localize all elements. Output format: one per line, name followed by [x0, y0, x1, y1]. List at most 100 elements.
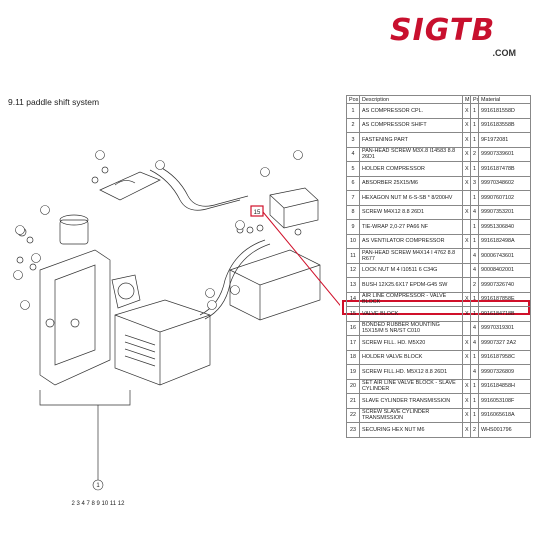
section-title: 9.11 paddle shift system	[8, 97, 100, 107]
row-description: SCREW M4X12 8.8 26D1	[359, 204, 463, 220]
row-pos: 5	[346, 161, 360, 177]
row-pcs: 1	[470, 161, 479, 177]
row-m: X	[462, 393, 471, 409]
row-material: 9916187858E	[478, 291, 531, 307]
row-pcs: 1	[470, 291, 479, 307]
row-pos: 7	[346, 190, 360, 206]
row-description: HOLDER COMPRESSOR	[359, 161, 463, 177]
row-description: AIR LINE COMPRESSOR - VALVE BLOCK	[359, 291, 463, 307]
parts-diagram: 1 2 3 4 7 8 9 10 11 12 15	[13, 150, 340, 507]
row-description: BONDED RUBBER MOUNTING 15X15/M 5 NR/ST C…	[359, 320, 463, 336]
row-description: TIE-WRAP 2,0-27 PA66 NF	[359, 219, 463, 235]
row-m: X	[462, 349, 471, 365]
row-description: SECURING HEX NUT M6	[359, 422, 463, 438]
row-pos: 8	[346, 204, 360, 220]
row-m	[462, 320, 471, 336]
brand-logo[interactable]: SIGTB .COM	[390, 13, 518, 59]
row-pos: 12	[346, 262, 360, 278]
row-description: SLAVE CYLINDER TRANSMISSION	[359, 393, 463, 409]
header-pos: Pos	[346, 95, 360, 104]
row-pos: 20	[346, 378, 360, 394]
row-pos: 23	[346, 422, 360, 438]
row-pcs: 4	[470, 248, 479, 264]
row-pos: 16	[346, 320, 360, 336]
row-m	[462, 190, 471, 206]
row-pos: 9	[346, 219, 360, 235]
header-material: Material	[478, 95, 531, 104]
row-pcs: 1	[470, 117, 479, 133]
table-header-row: Pos Description M Pc Material	[346, 95, 531, 104]
callout-bottom-label: 2 3 4 7 8 9 10 11 12	[72, 501, 126, 507]
row-material: 9916187478B	[478, 161, 531, 177]
row-pos: 3	[346, 132, 360, 148]
logo-domain: .COM	[492, 48, 517, 58]
row-material: 90006743601	[478, 248, 531, 264]
row-pcs: 4	[470, 320, 479, 336]
row-pos: 17	[346, 335, 360, 351]
row-description: SCREW FILL. HD. M5X20	[359, 335, 463, 351]
row-description: SCREW SLAVE CYLINDER TRANSMISSION	[359, 407, 463, 423]
row-pcs: 1	[470, 233, 479, 249]
parts-table: Pos Description M Pc Material 1AS COMPRE…	[346, 95, 531, 438]
logo-wordmark: SIGTB	[390, 13, 496, 48]
row-material: 99907339601	[478, 146, 531, 162]
callout-15: 15	[254, 210, 261, 216]
row-m: X	[462, 103, 471, 119]
row-pos: 21	[346, 393, 360, 409]
row-pcs: 2	[470, 422, 479, 438]
row-m: X	[462, 407, 471, 423]
row-material: 9916183558B	[478, 117, 531, 133]
row-material: 99951306840	[478, 219, 531, 235]
row-description: AS COMPRESSOR SHIFT	[359, 117, 463, 133]
row-pos: 15	[346, 306, 360, 322]
row-pcs: 1	[470, 219, 479, 235]
row-pcs: 4	[470, 364, 479, 380]
row-description: VALVE BLOCK	[359, 306, 463, 322]
row-description: FASTENING PART	[359, 132, 463, 148]
row-m	[462, 248, 471, 264]
row-m: X	[462, 175, 471, 191]
row-m: X	[462, 132, 471, 148]
row-m	[462, 262, 471, 278]
row-pcs: 1	[470, 378, 479, 394]
row-pcs: 1	[470, 132, 479, 148]
row-m	[462, 219, 471, 235]
row-material: 9916182498A	[478, 233, 531, 249]
row-material: 9916181558D	[478, 103, 531, 119]
row-material: 99907326809	[478, 364, 531, 380]
row-description: HOLDER VALVE BLOCK	[359, 349, 463, 365]
row-pcs: 2	[470, 277, 479, 293]
row-description: SET AIR LINE VALVE BLOCK - SLAVE CYLINDE…	[359, 378, 463, 394]
row-pos: 19	[346, 364, 360, 380]
row-description: BUSH 12X25.6X17 EPDM-G45 SW	[359, 277, 463, 293]
header-description: Description	[359, 95, 463, 104]
row-pos: 1	[346, 103, 360, 119]
row-material: 90008402001	[478, 262, 531, 278]
header-m: M	[462, 95, 471, 104]
row-pos: 22	[346, 407, 360, 423]
row-pcs: 4	[470, 262, 479, 278]
